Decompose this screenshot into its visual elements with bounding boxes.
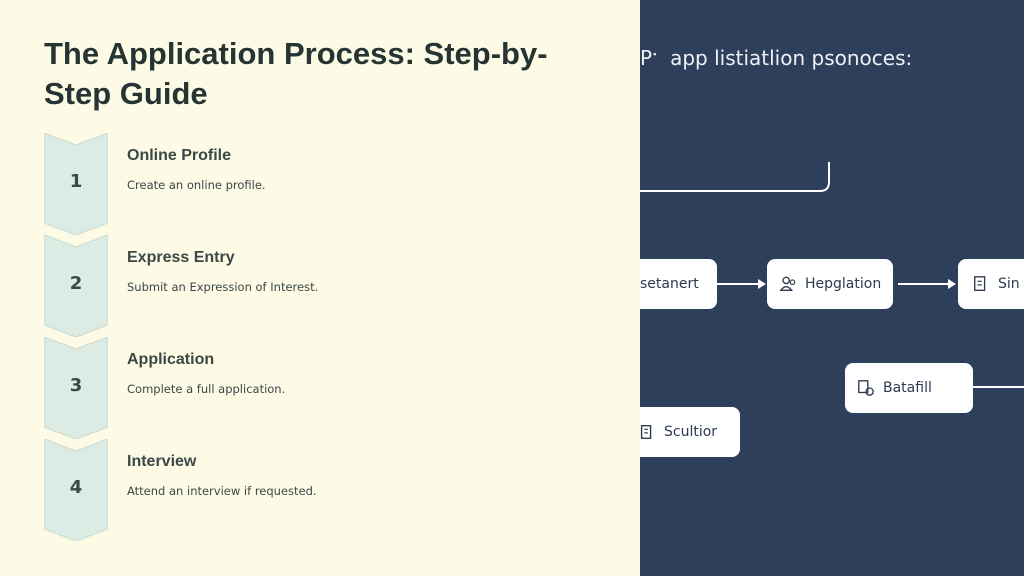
- node-hepglation-label: Hepglation: [805, 276, 882, 292]
- step-1-description: Create an online profile.: [127, 178, 266, 192]
- step-4-description: Attend an interview if requested.: [127, 484, 317, 498]
- step-3-number: 3: [69, 375, 83, 396]
- step-2-description: Submit an Expression of Interest.: [127, 280, 319, 294]
- connector-bracket: [640, 162, 830, 192]
- content-panel: The Application Process: Step-by-Step Gu…: [44, 36, 548, 541]
- node-sin-label: Sin: [998, 276, 1020, 292]
- step-1-number: 1: [69, 171, 83, 192]
- node-setanert-label: setanert: [640, 276, 699, 292]
- connector-line: [973, 386, 1024, 388]
- step-3-description: Complete a full application.: [127, 382, 286, 396]
- step-2-number: 2: [69, 273, 83, 294]
- node-batafill-label: Batafill: [883, 380, 932, 396]
- node-scultior-label: Scultior: [664, 424, 718, 440]
- step-2-title: Express Entry: [127, 249, 235, 266]
- step-4-chevron: 4: [44, 439, 108, 541]
- arrow-2: [898, 279, 956, 289]
- step-2-chevron: 2: [44, 235, 108, 337]
- step-4-number: 4: [69, 477, 83, 498]
- step-3-title: Application: [127, 351, 215, 368]
- people-icon: [779, 276, 796, 291]
- step-3-chevron: 3: [44, 337, 108, 439]
- step-4-title: Interview: [127, 453, 197, 470]
- settings-file-icon: [858, 380, 874, 396]
- page-title: The Application Process: Step-by-Step Gu…: [44, 36, 548, 111]
- illustration-heading-prefix: P: [640, 46, 653, 70]
- step-1-title: Online Profile: [127, 147, 232, 164]
- node-scultior: Scultior: [640, 407, 740, 457]
- illustration-heading: P• app listiatlion psonoces:: [640, 46, 913, 70]
- node-sin: Sin: [958, 259, 1024, 309]
- document-icon: [974, 276, 986, 291]
- node-batafill: Batafill: [845, 363, 973, 413]
- illustration-heading-text: app listiatlion psonoces:: [670, 46, 913, 70]
- arrow-1: [706, 279, 766, 289]
- step-1-chevron: 1: [44, 133, 108, 235]
- building-icon: [640, 425, 652, 439]
- node-setanert: setanert: [640, 259, 717, 309]
- process-illustration: P• app listiatlion psonoces: setanert He…: [640, 0, 1024, 576]
- node-hepglation: Hepglation: [767, 259, 893, 309]
